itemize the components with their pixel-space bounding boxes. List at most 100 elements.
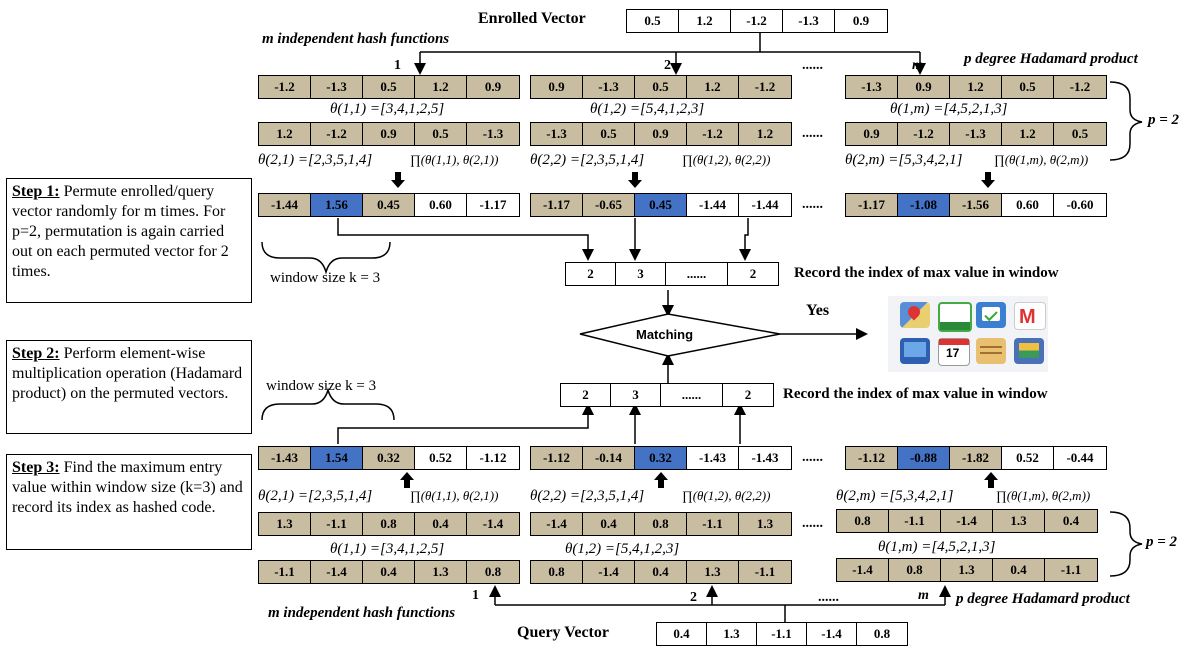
- bperm1-cell: 0.8: [467, 561, 519, 583]
- bottom-product-m: ∏(θ(1,m), θ(2,m)): [996, 488, 1091, 503]
- step2-box: Step 2: Perform element-wise multiplicat…: [6, 340, 252, 434]
- calendar-17-icon[interactable]: 17: [938, 338, 970, 366]
- tperm1-cell: 1.2: [415, 76, 467, 98]
- query-cell: 0.4: [657, 623, 707, 645]
- bsec1-cell: 0.8: [363, 513, 415, 535]
- tperm2-cell: -1.3: [583, 76, 635, 98]
- bres2-cell: -0.14: [583, 447, 635, 469]
- dots-bottom-3: ......: [818, 590, 839, 605]
- bperm1-cell: 1.3: [415, 561, 467, 583]
- bperm2-cell: 1.3: [687, 561, 739, 583]
- step2-text: Perform element-wise multiplication oper…: [12, 345, 243, 402]
- bresm-cell: -0.88: [898, 447, 950, 469]
- bres1-cell: 0.52: [415, 447, 467, 469]
- query-cell: -1.1: [757, 623, 807, 645]
- bsecm-cell: -1.4: [941, 510, 993, 532]
- checklist-icon[interactable]: [976, 302, 1006, 328]
- bres1-cell: 0.32: [363, 447, 415, 469]
- bperm1-cell: 0.4: [363, 561, 415, 583]
- bottom-p-degree-label: p degree Hadamard product: [956, 591, 1130, 607]
- top-product-1: ∏(θ(1,1), θ(2,1)): [410, 152, 499, 167]
- calendar-app-icon[interactable]: [938, 302, 972, 332]
- query-vector-label: Query Vector: [517, 624, 609, 641]
- monitor-icon[interactable]: [900, 338, 930, 364]
- bottom-theta-1-2: θ(1,2) =[5,4,1,2,3]: [565, 541, 680, 557]
- hash-index-m: m: [912, 58, 923, 73]
- tidx-cell: 2: [728, 263, 778, 285]
- bidx-cell: 2: [723, 384, 773, 406]
- notes-icon[interactable]: [976, 338, 1006, 364]
- bpermm-cell: -1.1: [1045, 559, 1097, 581]
- matching-label: Matching: [636, 327, 694, 342]
- step1-title: Step 1:: [12, 183, 60, 200]
- hash-index-2: 2: [664, 58, 671, 73]
- bottom-hash-index-1: 1: [472, 588, 479, 603]
- bsec2-cell: -1.4: [531, 513, 583, 535]
- tsec2-cell: -1.2: [687, 123, 739, 145]
- query-cell: 1.3: [707, 623, 757, 645]
- bresm-cell: -1.82: [950, 447, 1002, 469]
- tpermm-cell: 1.2: [950, 76, 1002, 98]
- enrolled-cell: -1.2: [731, 10, 783, 32]
- tperm1-cell: -1.2: [259, 76, 311, 98]
- tres2-cell: -1.44: [739, 194, 791, 216]
- bidx-cell: 3: [611, 384, 661, 406]
- top-theta-2-1: θ(2,1) =[2,3,5,1,4]: [258, 152, 373, 168]
- dots-bottom-2: ......: [802, 516, 823, 531]
- bperm2-cell: -1.1: [739, 561, 791, 583]
- bsecm-cell: -1.1: [889, 510, 941, 532]
- enrolled-cell: 1.2: [679, 10, 731, 32]
- top-theta-1-m: θ(1,m) =[4,5,2,1,3]: [890, 101, 1008, 117]
- top-record-label: Record the index of max value in window: [794, 265, 1059, 281]
- tres1-cell: -1.17: [467, 194, 519, 216]
- maps-icon[interactable]: [900, 302, 930, 328]
- tresm-cell: -1.17: [846, 194, 898, 216]
- bpermm-cell: 0.4: [993, 559, 1045, 581]
- bsec2-cell: 0.4: [583, 513, 635, 535]
- dots-bottom-1: ......: [802, 450, 823, 465]
- bottom-theta-2-1: θ(2,1) =[2,3,5,1,4]: [258, 488, 373, 504]
- tsec1-cell: 0.9: [363, 123, 415, 145]
- bsec2-cell: -1.1: [687, 513, 739, 535]
- tperm2-cell: 1.2: [687, 76, 739, 98]
- bottom-theta-1-m: θ(1,m) =[4,5,2,1,3]: [878, 539, 996, 555]
- step2-title: Step 2:: [12, 345, 60, 362]
- bresm-cell: -1.12: [846, 447, 898, 469]
- tresm-cell: -1.08: [898, 194, 950, 216]
- m-hash-functions-label: m independent hash functions: [262, 31, 450, 47]
- tsec2-cell: 1.2: [739, 123, 791, 145]
- tpermm-cell: -1.2: [1054, 76, 1106, 98]
- tperm1-cell: 0.5: [363, 76, 415, 98]
- bsec2-cell: 1.3: [739, 513, 791, 535]
- tperm2-cell: -1.2: [739, 76, 791, 98]
- bsec1-cell: -1.1: [311, 513, 363, 535]
- tidx-cell: 3: [616, 263, 666, 285]
- bottom-theta-1-1: θ(1,1) =[3,4,1,2,5]: [330, 541, 445, 557]
- tpermm-cell: 0.5: [1002, 76, 1054, 98]
- bottom-product-2: ∏(θ(1,2), θ(2,2)): [682, 488, 771, 503]
- tpermm-cell: 0.9: [898, 76, 950, 98]
- bres2-cell: 0.32: [635, 447, 687, 469]
- bottom-p-equals: p = 2: [1146, 534, 1178, 550]
- step1-box: Step 1: Permute enrolled/query vector ra…: [6, 178, 252, 303]
- bperm2-cell: 0.8: [531, 561, 583, 583]
- bottom-window-size-label: window size k = 3: [266, 378, 377, 394]
- bsec1-cell: -1.4: [467, 513, 519, 535]
- photos-icon[interactable]: [1014, 338, 1044, 364]
- bsecm-cell: 0.8: [837, 510, 889, 532]
- bpermm-cell: 1.3: [941, 559, 993, 581]
- step3-box: Step 3: Find the maximum entry value wit…: [6, 454, 252, 550]
- query-cell: -1.4: [807, 623, 857, 645]
- top-window-size-label: window size k = 3: [270, 270, 381, 286]
- bperm1-cell: -1.1: [259, 561, 311, 583]
- bottom-hash-index-2: 2: [690, 590, 697, 605]
- gmail-icon[interactable]: M: [1014, 302, 1046, 330]
